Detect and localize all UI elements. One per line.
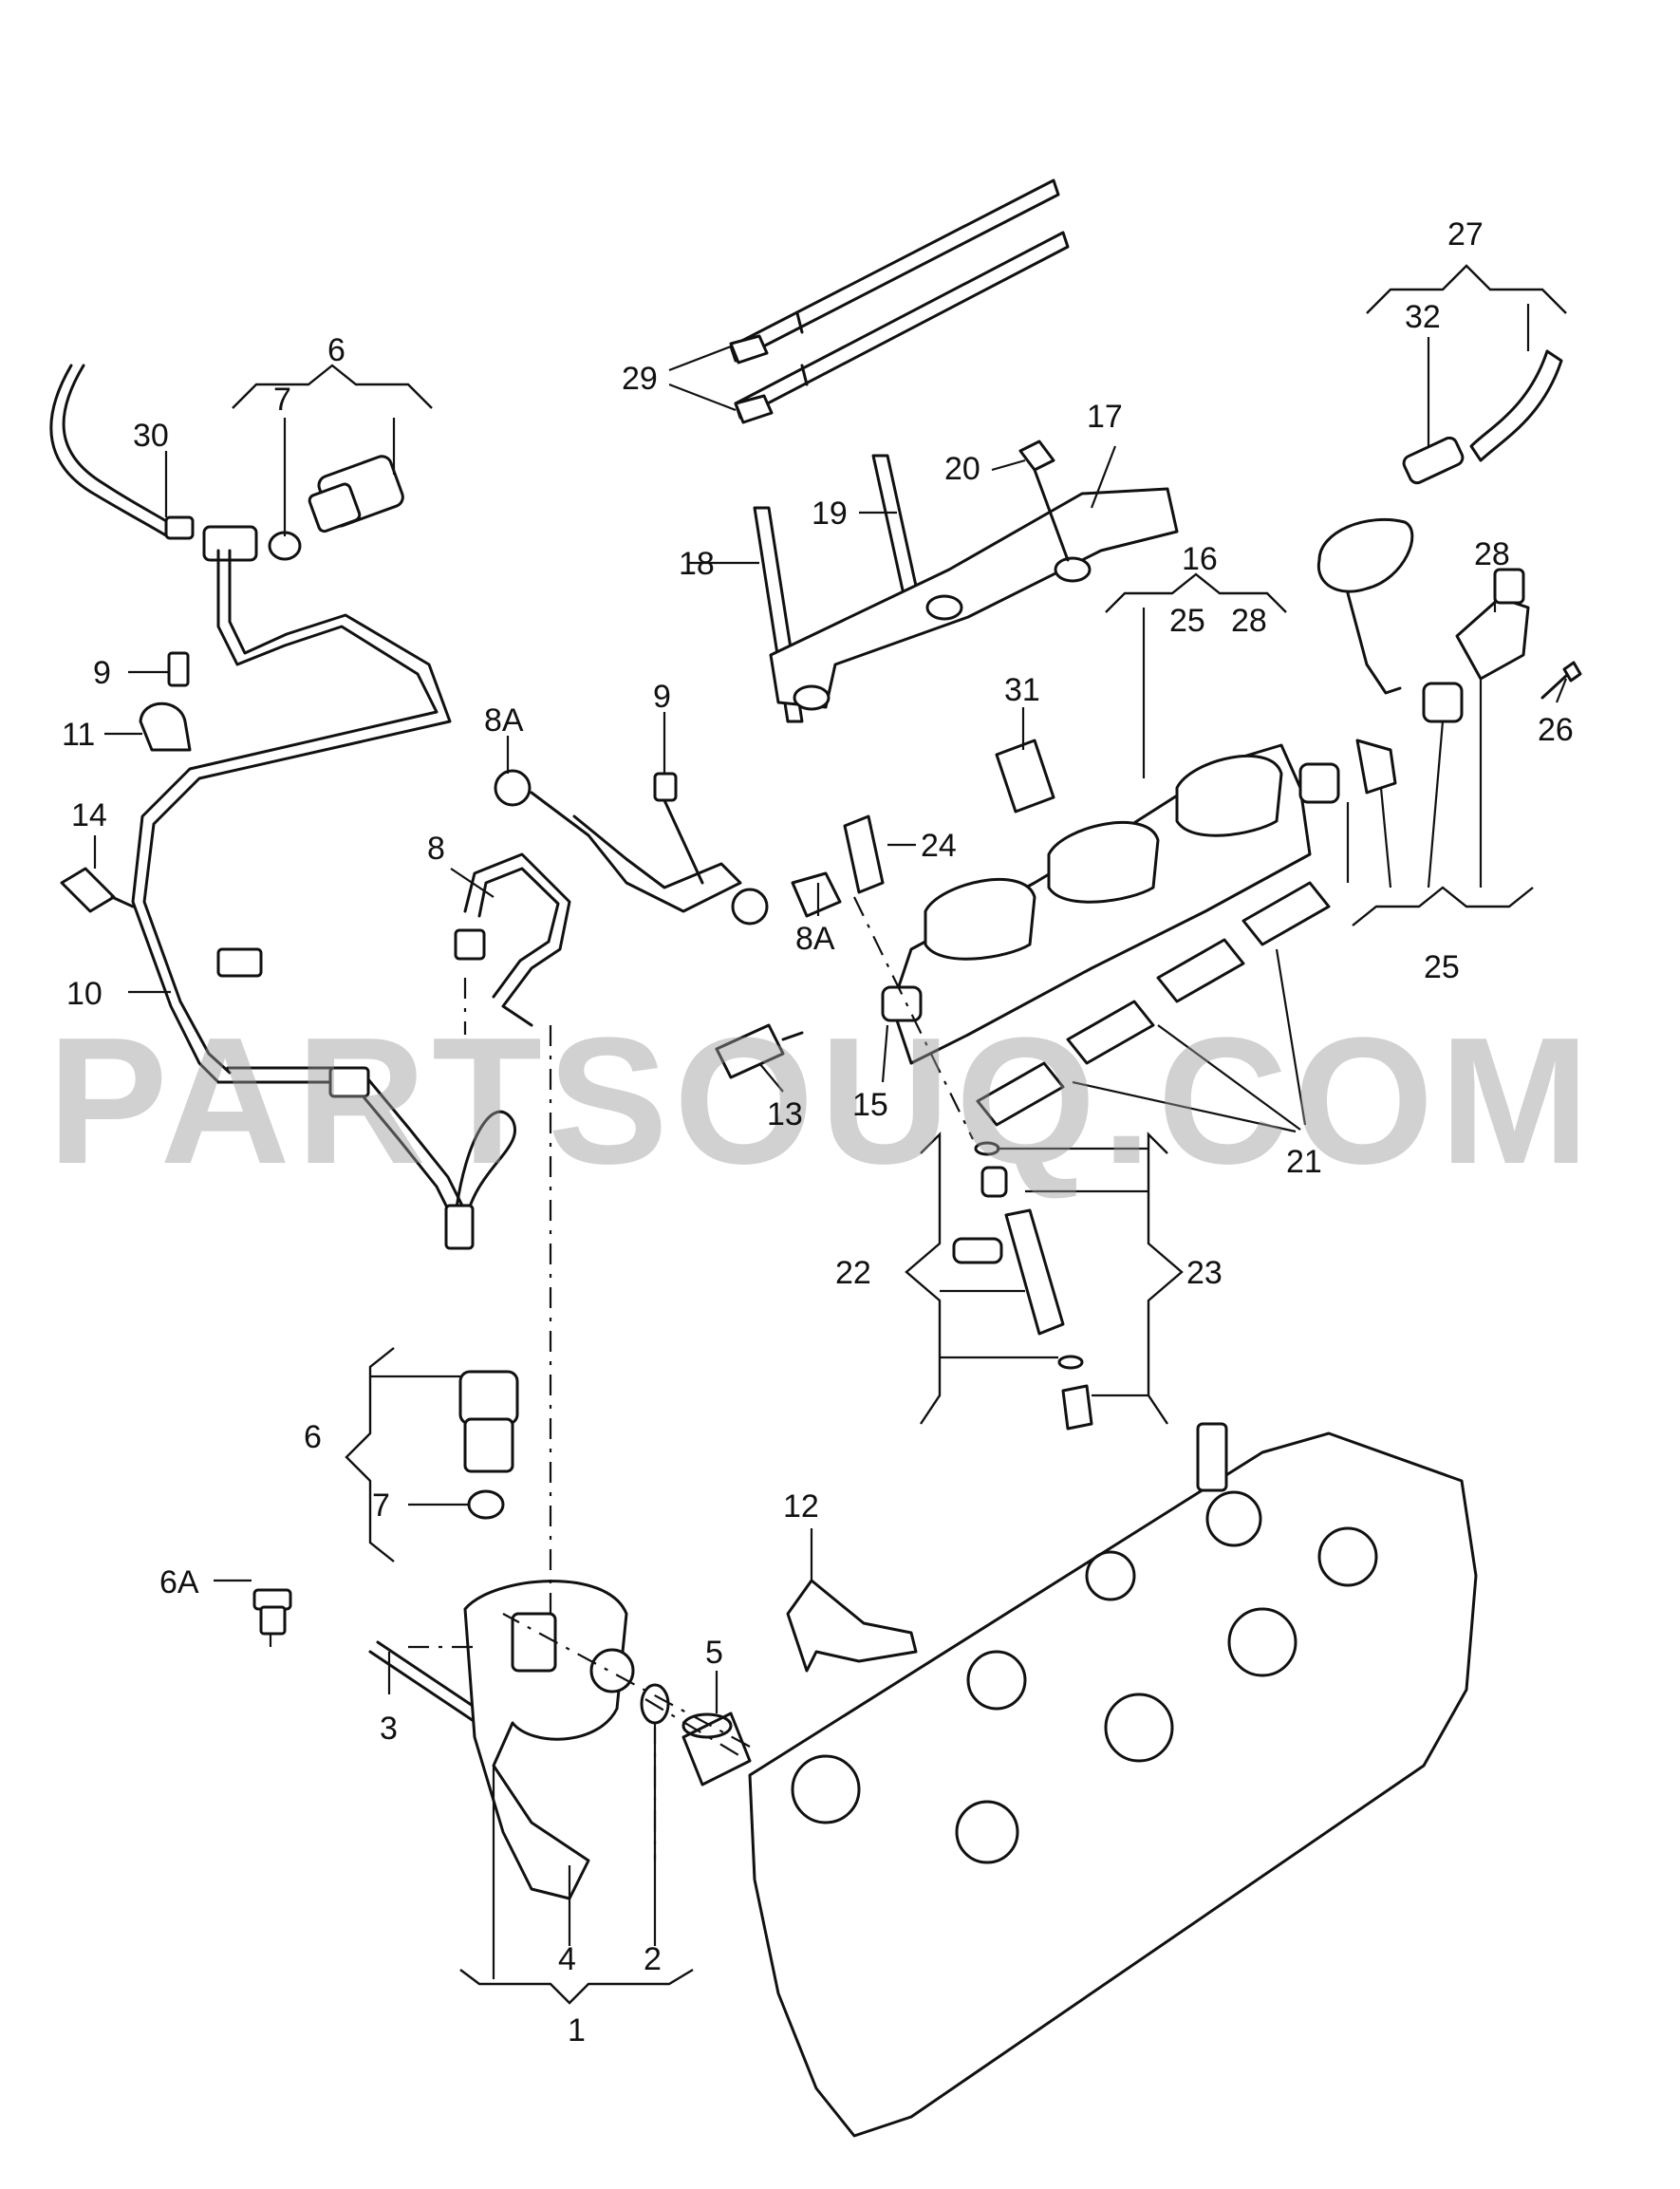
callout-31: 31: [1004, 672, 1040, 708]
callout-21: 21: [1286, 1144, 1322, 1180]
injector-part: [952, 1141, 1093, 1431]
fuel-pump-part: [368, 1580, 670, 1900]
callout-4: 4: [558, 1941, 576, 1977]
callout-19: 19: [812, 496, 848, 532]
callout-5: 5: [705, 1635, 723, 1671]
callout-13: 13: [767, 1096, 803, 1132]
pressure-sender-top-part: [202, 455, 404, 562]
vacuum-hose-part: [49, 364, 195, 540]
callout-7-top: 7: [273, 382, 291, 418]
callout-6-top: 6: [327, 332, 345, 368]
callout-23: 23: [1186, 1255, 1223, 1291]
pressure-sender-mid-part: [458, 1370, 519, 1520]
bracket-12-part: [786, 1579, 918, 1673]
callout-16: 16: [1182, 541, 1218, 577]
callout-9-mid: 9: [653, 679, 671, 715]
callout-25-right: 25: [1424, 949, 1460, 985]
fuel-distributor-part: [454, 769, 842, 1027]
callout-10: 10: [66, 976, 103, 1012]
cable-ties-part: [729, 178, 1070, 424]
callout-28-top: 28: [1231, 603, 1267, 639]
callout-8A-right: 8A: [795, 921, 835, 957]
plug-part: [252, 1588, 292, 1636]
temperature-sensor-part: [715, 1023, 804, 1079]
callout-8A-left: 8A: [484, 702, 524, 739]
gaskets-part: [976, 881, 1331, 1127]
callout-32: 32: [1405, 299, 1441, 335]
fitting-14-part: [60, 867, 135, 913]
intake-manifold-part: [881, 743, 1312, 1065]
callout-12: 12: [783, 1488, 819, 1525]
callout-7-mid: 7: [372, 1487, 390, 1524]
callout-11: 11: [62, 717, 95, 753]
callout-30: 30: [133, 418, 169, 454]
callout-18: 18: [679, 546, 715, 582]
callout-14: 14: [71, 797, 107, 833]
callout-22: 22: [835, 1255, 871, 1291]
callout-29: 29: [622, 361, 658, 397]
callout-28-right: 28: [1474, 536, 1510, 572]
clip-and-bolt-part: [139, 651, 192, 752]
roller-tappet-part: [681, 1712, 752, 1787]
watermark: PARTSOUQ.COM: [47, 1001, 1596, 1202]
callout-24: 24: [921, 828, 957, 864]
callout-labels: 6 7 30 9 11 14 10 8A 8 9 8A 29 18 19 20 …: [62, 216, 1574, 2049]
callout-15: 15: [852, 1087, 888, 1123]
alignment-lines: [269, 896, 974, 1861]
callout-6-mid: 6: [304, 1419, 322, 1455]
callout-2: 2: [644, 1941, 662, 1977]
callout-17: 17: [1087, 399, 1123, 435]
fuel-line-part: [131, 549, 516, 1250]
sleeve-part: [843, 814, 885, 894]
callout-3: 3: [380, 1711, 398, 1747]
callout-1: 1: [568, 2012, 586, 2049]
plate-part: [995, 739, 1055, 814]
vacuum-actuator-part: [1298, 349, 1582, 804]
callout-25-top: 25: [1169, 603, 1205, 639]
callout-27: 27: [1447, 216, 1484, 253]
leader-lines: [93, 264, 1568, 2005]
cylinder-head-part: [748, 1422, 1478, 2138]
callout-6A: 6A: [159, 1564, 199, 1600]
callout-9-left: 9: [93, 655, 111, 691]
callout-20: 20: [944, 451, 980, 487]
callout-26: 26: [1538, 712, 1574, 748]
bracket-assembly-part: [753, 440, 1179, 723]
callout-8: 8: [427, 831, 445, 867]
